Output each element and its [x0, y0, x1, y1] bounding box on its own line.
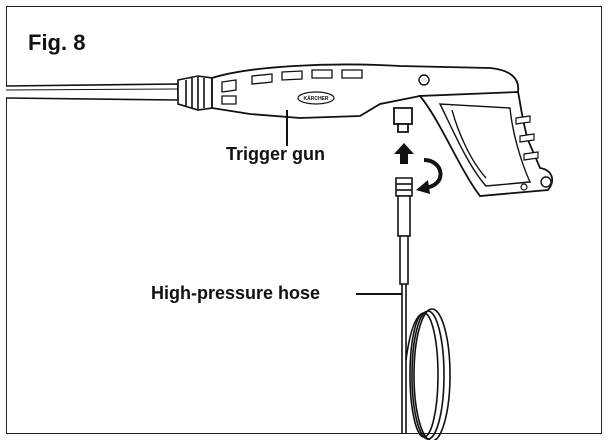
high-pressure-hose — [401, 284, 451, 440]
rotate-arrow-icon — [416, 158, 443, 194]
gun-handle — [418, 91, 554, 197]
lance — [5, 83, 179, 101]
gun-brand-text: KÄRCHER — [304, 95, 329, 102]
hose-fitting — [395, 177, 413, 285]
high-pressure-hose-label: High-pressure hose — [151, 283, 321, 303]
up-arrow-icon — [394, 143, 414, 164]
nozzle — [177, 75, 213, 111]
trigger-gun-label: Trigger gun — [226, 144, 325, 164]
figure-title: Fig. 8 — [28, 30, 86, 55]
gun-body — [211, 63, 520, 133]
